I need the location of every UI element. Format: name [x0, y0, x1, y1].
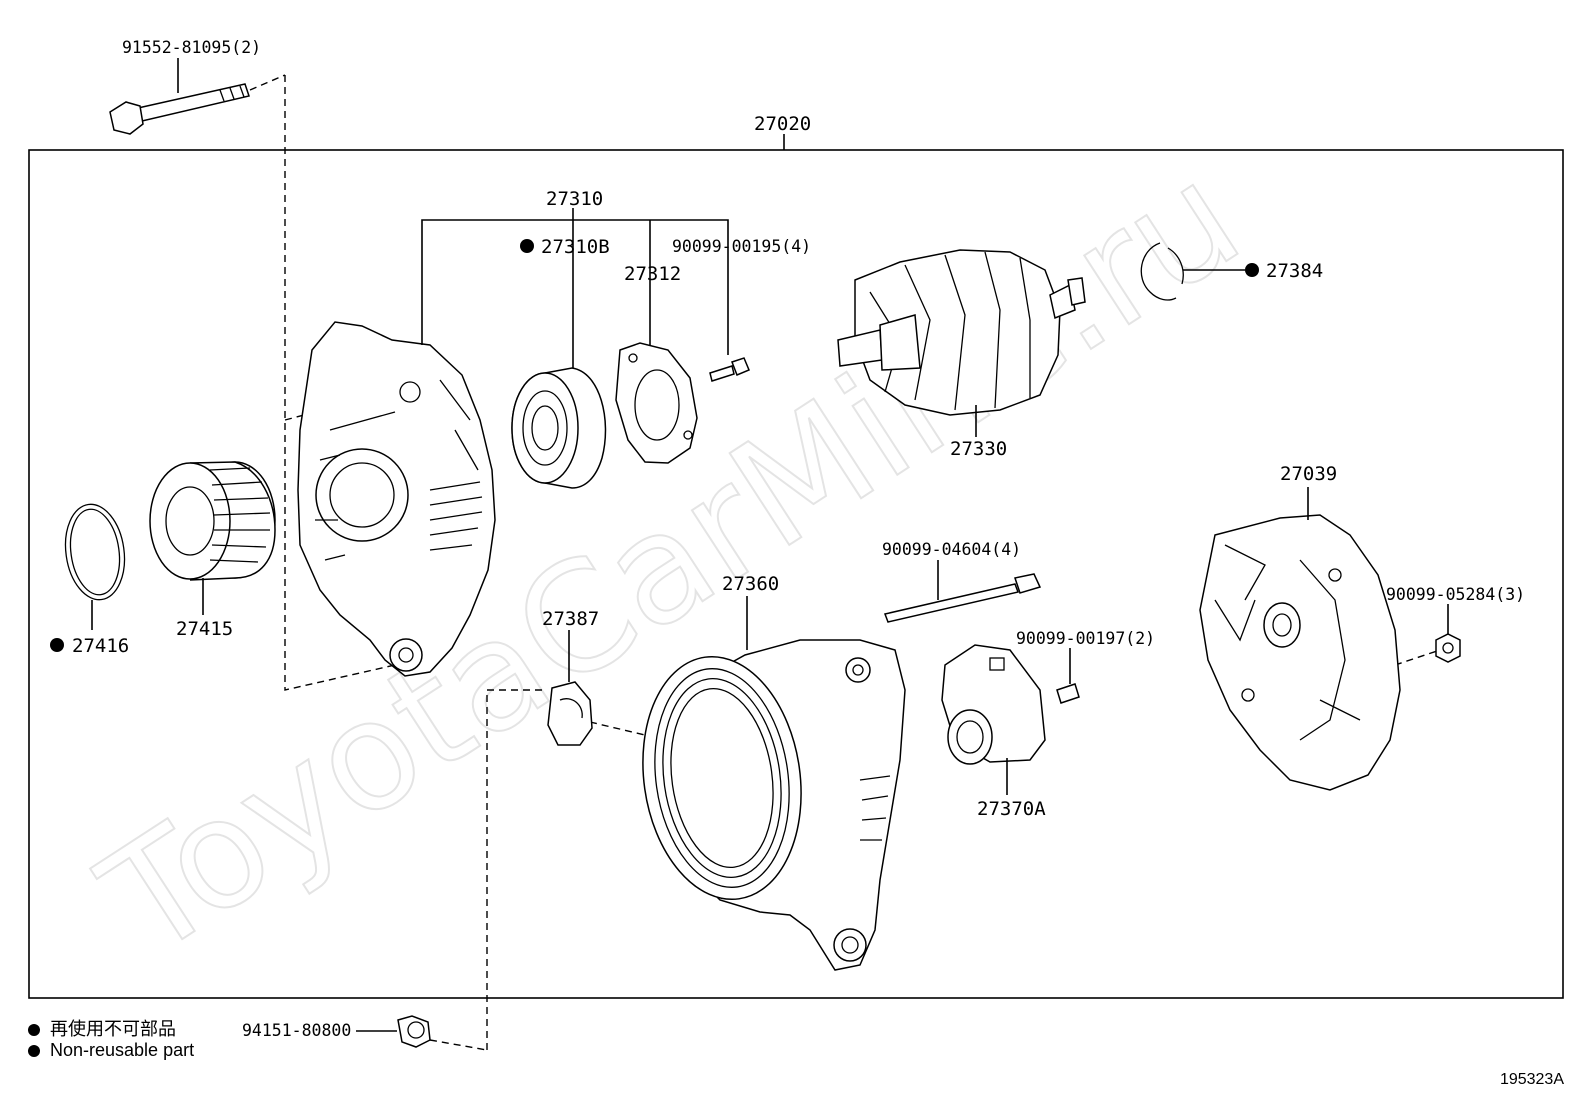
label-27415: 27415: [176, 618, 233, 640]
label-90099-00195: 90099-00195(4): [672, 237, 811, 256]
legend-dot-icon: [28, 1045, 40, 1058]
label-27310: 27310: [546, 188, 603, 210]
nonreusable-dot-27310B: [520, 239, 534, 253]
dashed-guides: [284, 75, 1441, 1051]
snap-ring[interactable]: [1140, 242, 1184, 301]
leader-27310: [421, 208, 729, 370]
pulley[interactable]: [149, 461, 276, 581]
label-90099-04604: 90099-04604(4): [882, 540, 1021, 559]
assembly-label: 27020: [754, 113, 811, 135]
legend-dot-icon: [28, 1024, 40, 1037]
label-94151: 94151-80800: [242, 1021, 351, 1040]
label-27039: 27039: [1280, 463, 1337, 485]
through-bolt[interactable]: [883, 573, 1042, 623]
label-90099-00197: 90099-00197(2): [1016, 629, 1155, 648]
bushing[interactable]: [397, 1015, 431, 1048]
holder-screw[interactable]: [1056, 683, 1080, 704]
rotor[interactable]: [837, 249, 1086, 416]
retainer-plate[interactable]: [615, 342, 698, 464]
label-27360: 27360: [722, 573, 779, 595]
o-ring[interactable]: [60, 500, 131, 603]
label-27384: 27384: [1266, 260, 1323, 282]
rear-end-frame[interactable]: [628, 639, 906, 971]
label-90099-05284: 90099-05284(3): [1386, 585, 1525, 604]
brush-holder[interactable]: [941, 644, 1046, 765]
rear-cover[interactable]: [1199, 514, 1401, 791]
label-91552: 91552-81095(2): [122, 38, 261, 57]
label-27416: 27416: [72, 635, 129, 657]
assembly-frame: [28, 149, 1564, 999]
bearing[interactable]: [511, 367, 607, 489]
nonreusable-dot-27384: [1245, 263, 1259, 277]
nonreusable-dot-27416: [50, 638, 64, 652]
plate-screw[interactable]: [709, 357, 750, 382]
legend-line-en: Non-reusable part: [28, 1040, 194, 1061]
long-bolt[interactable]: [109, 58, 286, 135]
cover-nut[interactable]: [1435, 633, 1461, 663]
label-27387: 27387: [542, 608, 599, 630]
label-27330: 27330: [950, 438, 1007, 460]
legend-line-ja: 再使用不可部品: [28, 1015, 176, 1041]
drive-end-frame[interactable]: [297, 321, 496, 677]
label-27370A: 27370A: [977, 798, 1046, 820]
terminal-cover[interactable]: [547, 681, 593, 746]
label-27312: 27312: [624, 263, 681, 285]
label-27310B: 27310B: [541, 236, 610, 258]
figure-code: 195323A: [1499, 1071, 1564, 1088]
